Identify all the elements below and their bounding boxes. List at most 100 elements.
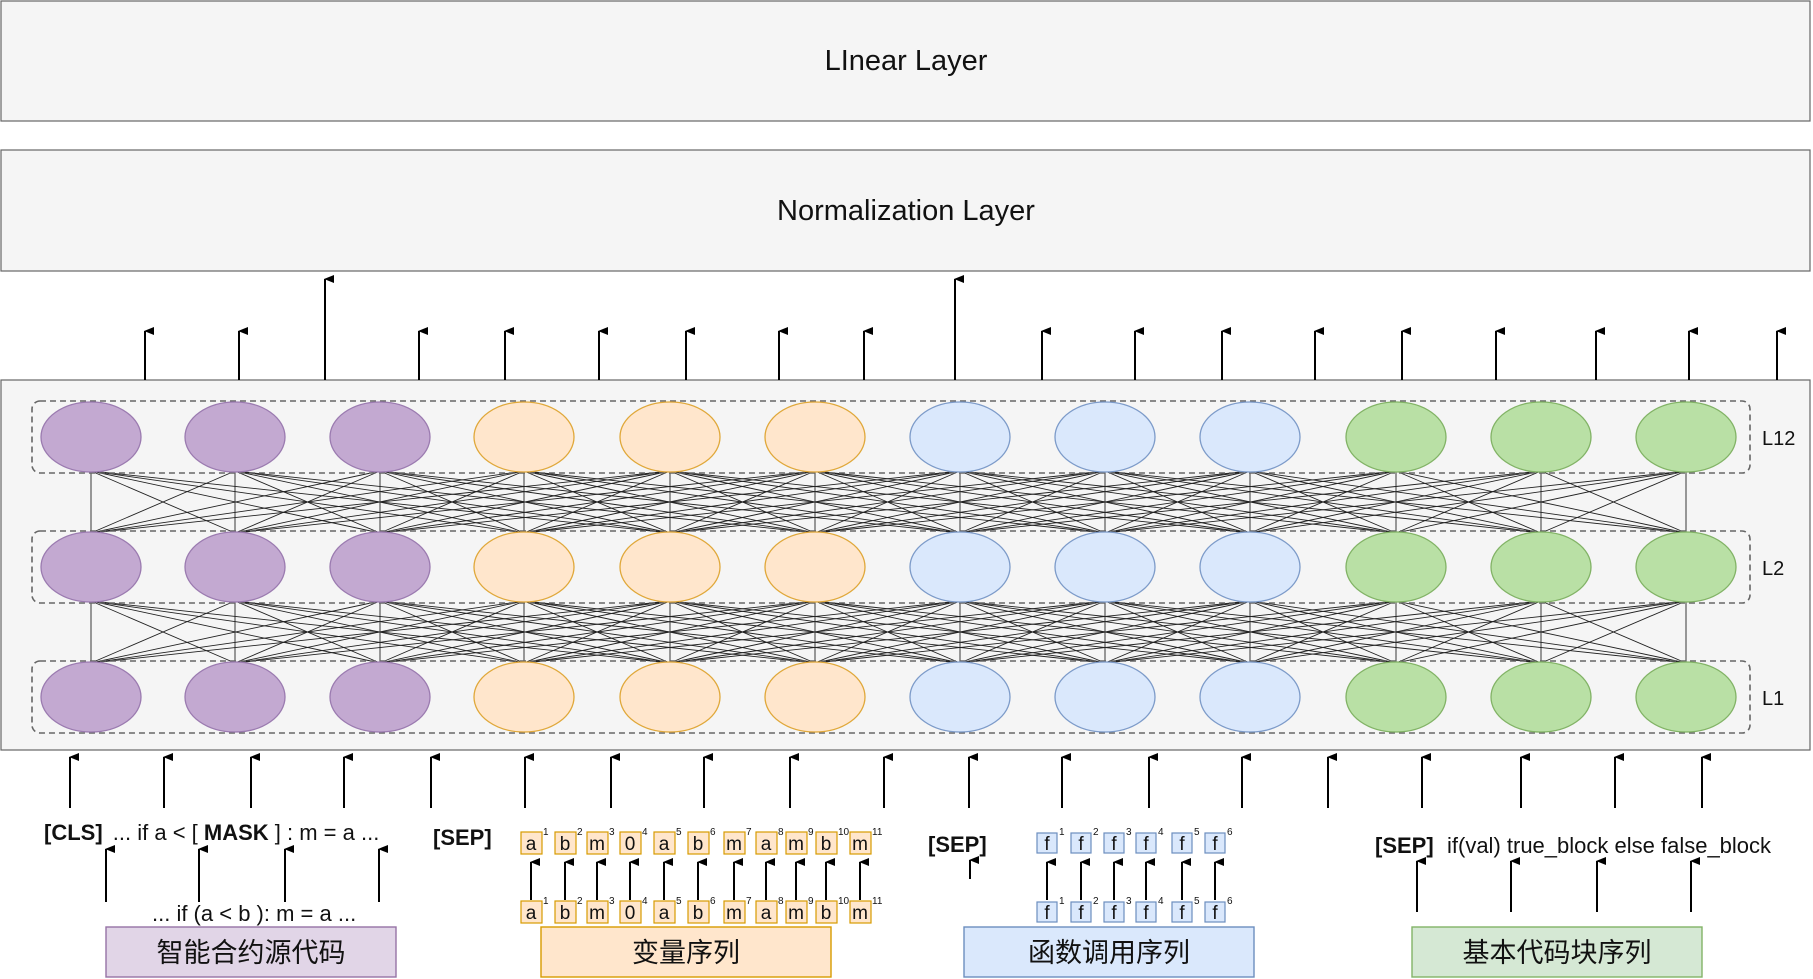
normalization-layer-label: Normalization Layer bbox=[777, 195, 1035, 227]
neuron bbox=[329, 401, 431, 473]
function-token-box bbox=[1204, 832, 1226, 854]
connection-line bbox=[379, 470, 816, 534]
function-token-box bbox=[1103, 901, 1125, 923]
connection-line bbox=[379, 600, 961, 664]
encoder-layer-box bbox=[31, 530, 1751, 604]
variable-token: b bbox=[560, 834, 571, 855]
connection-line bbox=[669, 600, 1106, 664]
connection-line bbox=[959, 600, 1542, 664]
function-index: 1 bbox=[1059, 896, 1065, 907]
neurons bbox=[40, 401, 1737, 733]
variable-index: 3 bbox=[609, 827, 615, 838]
connection-line bbox=[1395, 600, 1687, 664]
source-token-line: [CLS] ... if a < [ MASK ] : m = a ... bbox=[44, 820, 379, 845]
variable-token-box bbox=[815, 900, 838, 924]
variable-token: a bbox=[659, 834, 670, 855]
function-index: 5 bbox=[1194, 896, 1200, 907]
function-token: f bbox=[1111, 834, 1117, 855]
mask-token: MASK bbox=[204, 820, 269, 845]
connection-line bbox=[90, 470, 381, 534]
variable-token-box bbox=[554, 831, 577, 855]
function-token: f bbox=[1179, 834, 1185, 855]
variable-token-box bbox=[619, 831, 642, 855]
variable-index: 3 bbox=[609, 896, 615, 907]
connection-line bbox=[669, 600, 1251, 664]
neuron bbox=[329, 661, 431, 733]
function-token: f bbox=[1078, 903, 1084, 924]
variable-token: b bbox=[560, 903, 571, 924]
variable-token: m bbox=[852, 834, 868, 855]
layer-label: L12 bbox=[1762, 428, 1795, 450]
neuron bbox=[619, 401, 721, 473]
variable-token: a bbox=[761, 834, 772, 855]
category-label: 变量序列 bbox=[632, 938, 740, 969]
neuron bbox=[764, 401, 866, 473]
neuron bbox=[1635, 531, 1737, 603]
variable-token-box bbox=[520, 831, 543, 855]
function-index: 4 bbox=[1158, 827, 1164, 838]
neuron bbox=[473, 661, 575, 733]
connection-line bbox=[1249, 470, 1687, 534]
connection-line bbox=[814, 600, 1397, 664]
connection-line bbox=[523, 600, 961, 664]
neuron bbox=[619, 661, 721, 733]
variable-token: b bbox=[821, 903, 832, 924]
neuron bbox=[1635, 661, 1737, 733]
variable-index: 7 bbox=[746, 896, 752, 907]
function-token-box bbox=[1036, 901, 1058, 923]
neuron bbox=[473, 401, 575, 473]
variable-token: m bbox=[788, 834, 804, 855]
variable-token-box bbox=[755, 900, 778, 924]
output-arrows bbox=[144, 275, 1786, 380]
neuron bbox=[473, 531, 575, 603]
variable-index: 4 bbox=[642, 827, 648, 838]
connection-line bbox=[959, 470, 1542, 534]
encoder-layer-box bbox=[31, 400, 1751, 474]
connection-line bbox=[1540, 470, 1687, 534]
neuron bbox=[909, 401, 1011, 473]
connection-line bbox=[1249, 600, 1687, 664]
variable-token-box bbox=[785, 900, 808, 924]
neuron bbox=[1345, 661, 1447, 733]
layer-label: L1 bbox=[1762, 688, 1784, 710]
variable-token-box bbox=[687, 831, 710, 855]
variable-token: a bbox=[659, 903, 670, 924]
variable-index: 10 bbox=[838, 896, 850, 907]
neuron bbox=[184, 531, 286, 603]
connection-line bbox=[814, 600, 1251, 664]
category-box bbox=[540, 926, 832, 978]
source-text-1: ... if a < [ bbox=[113, 820, 198, 845]
connection-line bbox=[1104, 470, 1542, 534]
connection-line bbox=[669, 470, 1106, 534]
neuron bbox=[40, 661, 142, 733]
function-token-box bbox=[1070, 832, 1092, 854]
connection-line bbox=[1395, 470, 1687, 534]
variable-index: 10 bbox=[838, 827, 850, 838]
function-token-box bbox=[1036, 832, 1058, 854]
connection-line bbox=[234, 470, 816, 534]
source-code-input: [CLS] ... if a < [ MASK ] : m = a ... [S… bbox=[44, 820, 492, 926]
variable-token-box bbox=[586, 831, 609, 855]
neuron bbox=[1490, 661, 1592, 733]
layer-label: L2 bbox=[1762, 558, 1784, 580]
variable-index: 6 bbox=[710, 896, 716, 907]
variable-index: 1 bbox=[543, 896, 549, 907]
variable-token: m bbox=[589, 834, 605, 855]
variable-token-box bbox=[520, 900, 543, 924]
variable-index: 6 bbox=[710, 827, 716, 838]
function-token: f bbox=[1179, 903, 1185, 924]
neuron bbox=[184, 661, 286, 733]
category-label: 智能合约源代码 bbox=[157, 938, 346, 969]
connection-line bbox=[379, 470, 961, 534]
variable-sequence-input: a1b2m304a5b6m7a8m9b10m11a1b2m304a5b6m7a8… bbox=[520, 827, 883, 924]
connection-line bbox=[90, 600, 671, 664]
variable-index: 9 bbox=[808, 896, 814, 907]
function-token-box bbox=[1204, 901, 1226, 923]
function-token: f bbox=[1078, 834, 1084, 855]
function-token: f bbox=[1044, 834, 1050, 855]
variable-index: 11 bbox=[872, 896, 883, 907]
function-index: 3 bbox=[1126, 827, 1132, 838]
variable-token-box bbox=[755, 831, 778, 855]
